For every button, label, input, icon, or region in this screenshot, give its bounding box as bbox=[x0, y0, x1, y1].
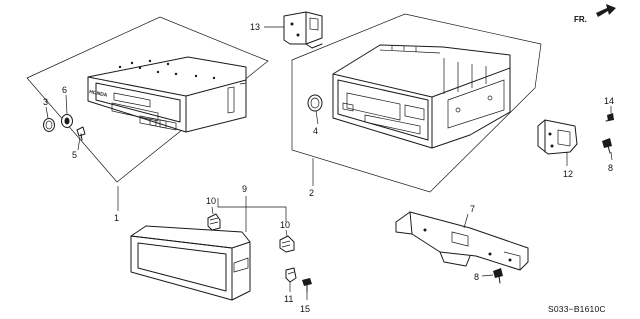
callout-4: 4 bbox=[313, 126, 318, 136]
callout-15: 15 bbox=[300, 304, 310, 314]
bolt-part-8-upper-icon bbox=[602, 138, 612, 154]
radio-assembly-2-group-outline bbox=[291, 13, 542, 193]
mounting-bracket-part-7 bbox=[395, 211, 529, 271]
bolt-part-8-lower-icon bbox=[493, 268, 503, 284]
callout-3: 3 bbox=[43, 97, 48, 107]
callout-8-lower: 8 bbox=[474, 272, 479, 282]
bracket-part-13 bbox=[283, 11, 323, 49]
front-direction-arrow-icon bbox=[596, 4, 616, 17]
clip-part-11-icon bbox=[285, 267, 297, 283]
callout-2: 2 bbox=[309, 188, 314, 198]
clip-part-10-upper-icon bbox=[207, 213, 221, 231]
callout-14: 14 bbox=[604, 96, 614, 106]
radio-unit-2 bbox=[332, 44, 511, 149]
diagram-code: S033−B1610C bbox=[548, 304, 606, 314]
radio-unit-1 bbox=[87, 56, 247, 133]
callout-1: 1 bbox=[114, 213, 119, 223]
callout-5: 5 bbox=[72, 150, 77, 160]
callout-9: 9 bbox=[242, 184, 247, 194]
knob-part-6 bbox=[61, 114, 73, 128]
clip-part-10-right-icon bbox=[279, 235, 295, 253]
callout-11: 11 bbox=[284, 294, 293, 304]
direction-label: FR. bbox=[574, 15, 587, 24]
callout-7: 7 bbox=[470, 204, 475, 214]
callout-13: 13 bbox=[250, 22, 260, 32]
callout-10-right: 10 bbox=[280, 220, 290, 230]
callout-10-upper: 10 bbox=[206, 196, 216, 206]
knob-part-4 bbox=[307, 94, 323, 112]
screw-part-15-icon bbox=[302, 278, 312, 293]
brand-mark: HONDA bbox=[89, 89, 109, 99]
callout-8-upper: 8 bbox=[608, 163, 613, 173]
pocket-part-9 bbox=[130, 225, 251, 301]
shaft-part-5 bbox=[76, 126, 86, 141]
bracket-part-12 bbox=[537, 119, 578, 155]
knob-part-3 bbox=[43, 118, 55, 132]
screw-part-14-icon bbox=[605, 113, 614, 122]
radio-assembly-1-group-outline bbox=[26, 16, 269, 183]
callout-12: 12 bbox=[563, 169, 573, 179]
callout-6: 6 bbox=[62, 85, 67, 95]
